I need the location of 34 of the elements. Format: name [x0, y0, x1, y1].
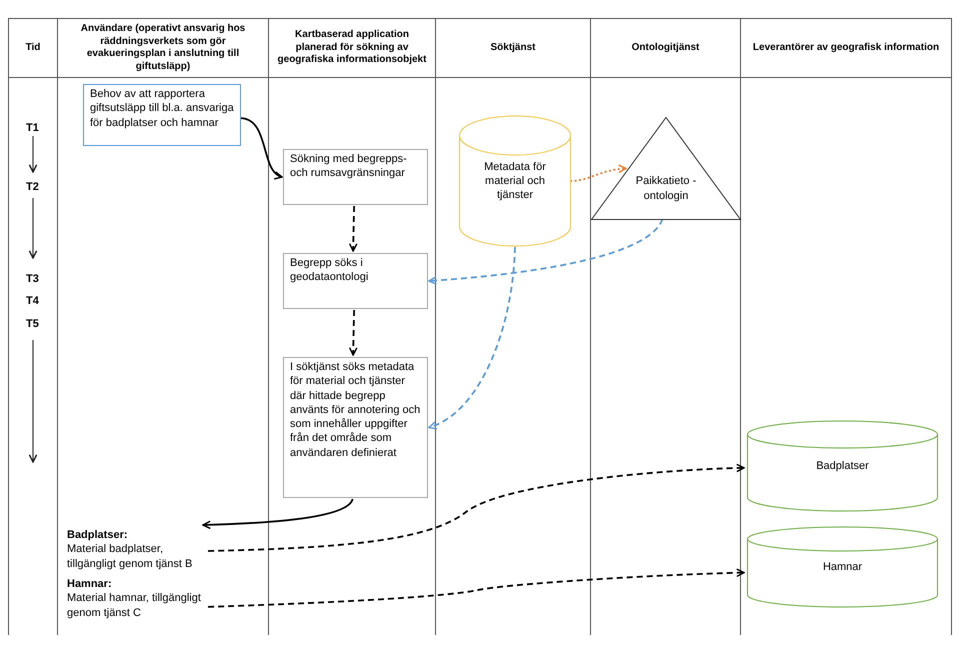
- arrow: [202, 498, 354, 530]
- time-label: T4: [26, 295, 39, 307]
- arrow: [428, 246, 516, 429]
- arrow: [348, 310, 358, 356]
- database-cylinder: Metadata för material och tjänster: [459, 116, 571, 246]
- arrow: [208, 464, 745, 552]
- heading-text: Badplatser:: [67, 528, 128, 542]
- lane-header: Användare (operativt ansvarig hos räddningsverkets som gör evakueringsplan i anslutning till giftutsläpp): [80, 22, 246, 74]
- body-text: Material hamnar, tillgängligt genom tjänst C: [67, 591, 202, 620]
- lane-header: Tid: [24, 40, 42, 55]
- body-text: Material badplatser, tillgängligt genom tjänst B: [67, 542, 194, 571]
- heading-text: Hamnar:: [67, 577, 112, 592]
- swimlane: [740, 18, 952, 635]
- process-box: Begrepp söks i geodataontologi: [283, 253, 428, 309]
- lane-header: Söktjänst: [489, 40, 536, 55]
- process-box: Behov av att rapportera giftsutsläpp till bl.a. ansvariga för badplatser och hamnar: [83, 84, 241, 146]
- time-label: T3: [26, 273, 39, 285]
- triangle-node: Paikkatieto -ontologin: [591, 117, 741, 220]
- time-label: T1: [26, 122, 39, 134]
- time-label: T5: [26, 318, 39, 330]
- lane-header: Kartbaserad application planerad för sökning av geografiska informationsobjekt: [276, 28, 428, 68]
- lane-header: Ontologitjänst: [630, 40, 700, 55]
- arrow: [428, 218, 664, 285]
- arrow: [208, 568, 745, 608]
- swimlane: [590, 18, 740, 635]
- process-box: Sökning med begrepps- och rumsavgränsningar: [283, 149, 428, 205]
- arrow: [240, 117, 283, 178]
- database-cylinder: Badplatser: [747, 421, 938, 511]
- lane-header: Leverantörer av geografisk information: [752, 40, 940, 55]
- time-label: T2: [26, 181, 39, 193]
- database-cylinder: Hamnar: [747, 527, 938, 607]
- arrow: [570, 164, 627, 182]
- process-box: I söktjänst söks metadata för material och tjänster där hittade begrepp använts för annotering och som innehåller uppgifter från det område som användaren definierat: [283, 357, 428, 498]
- arrow: [348, 206, 358, 252]
